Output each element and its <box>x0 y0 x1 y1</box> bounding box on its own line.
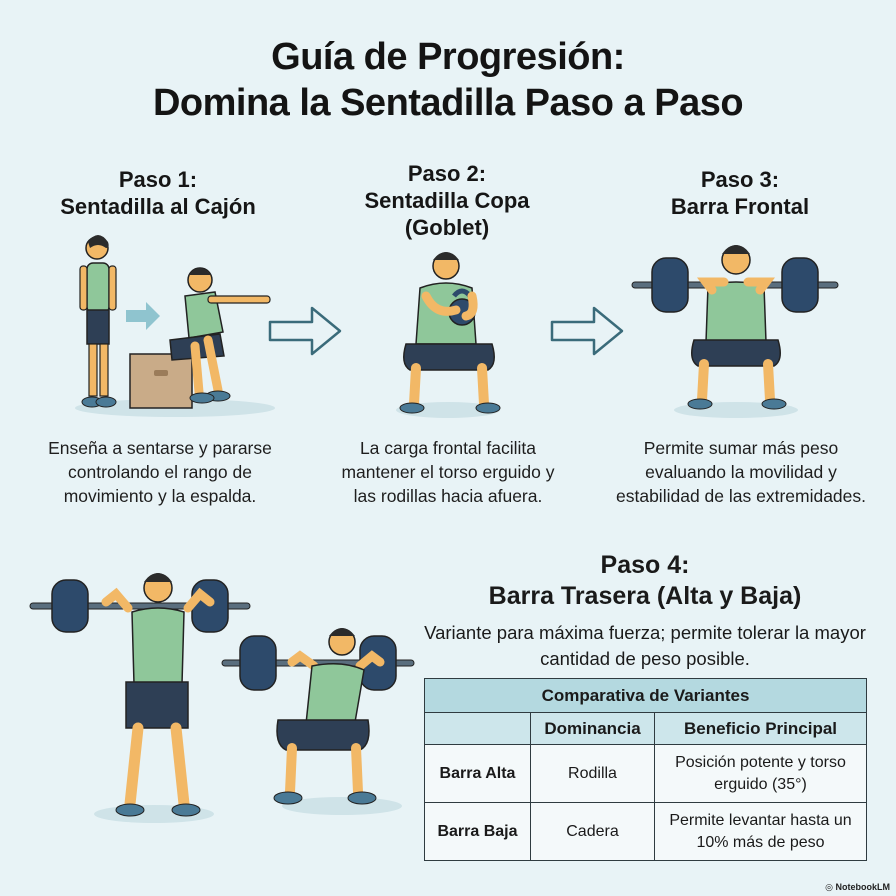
table-row: Barra Alta Rodilla Posición potente y to… <box>424 744 867 803</box>
table-cell-variant: Barra Baja <box>424 802 531 861</box>
comparison-table-caption: Comparativa de Variantes <box>424 678 867 713</box>
table-header-row: Dominancia Beneficio Principal <box>424 712 867 745</box>
step-1-header: Paso 1: Sentadilla al Cajón <box>40 166 276 220</box>
step-3-name: Barra Frontal <box>670 194 810 219</box>
table-row: Barra Baja Cadera Permite levantar hasta… <box>424 802 867 861</box>
step-1-label: Paso 1: <box>118 167 198 192</box>
table-cell-dominance: Rodilla <box>530 744 655 803</box>
box-squat-illustration <box>75 235 275 417</box>
table-cell-dominance: Cadera <box>530 802 655 861</box>
step-2-header: Paso 2: Sentadilla Copa (Goblet) <box>344 160 550 241</box>
goblet-squat-illustration <box>396 252 501 418</box>
title-line-2: Domina la Sentadilla Paso a Paso <box>152 82 744 124</box>
step-2-name: Sentadilla Copa (Goblet) <box>364 188 530 240</box>
table-cell-benefit: Permite levantar hasta un 10% más de pes… <box>654 802 867 861</box>
watermark-text: NotebookLM <box>835 882 891 892</box>
back-squat-illustration <box>29 573 415 823</box>
notebooklm-logo-icon: ◎ <box>825 882 833 892</box>
page-title: Guía de Progresión: Domina la Sentadilla… <box>0 34 896 126</box>
table-header-dominance: Dominancia <box>530 712 655 745</box>
step-3-label: Paso 3: <box>700 167 780 192</box>
front-squat-illustration <box>631 245 839 418</box>
arrow-right-icon <box>268 306 342 356</box>
title-line-1: Guía de Progresión: <box>271 36 625 78</box>
step-1-description: Enseña a sentarse y pararse controlando … <box>48 438 272 506</box>
table-cell-benefit: Posición potente y torso erguido (35°) <box>654 744 867 803</box>
step-4-description: Variante para máxima fuerza; permite tol… <box>424 622 866 669</box>
table-header-benefit: Beneficio Principal <box>654 712 867 745</box>
step-4-header: Paso 4: Barra Trasera (Alta y Baja) <box>430 550 860 612</box>
table-cell-variant: Barra Alta <box>424 744 531 803</box>
step-1-name: Sentadilla al Cajón <box>60 194 256 219</box>
step-3-description: Permite sumar más peso evaluando la movi… <box>616 438 867 506</box>
step-3-header: Paso 3: Barra Frontal <box>640 166 840 220</box>
table-header-empty <box>424 712 531 745</box>
step-4-label: Paso 4: <box>600 551 690 579</box>
step-2-label: Paso 2: <box>407 161 487 186</box>
comparison-table: Comparativa de Variantes Dominancia Bene… <box>424 678 867 861</box>
step-4-name: Barra Trasera (Alta y Baja) <box>488 582 802 610</box>
step-2-description: La carga frontal facilita mantener el to… <box>341 438 555 506</box>
watermark: ◎ NotebookLM <box>825 882 890 893</box>
arrow-right-icon <box>550 306 624 356</box>
